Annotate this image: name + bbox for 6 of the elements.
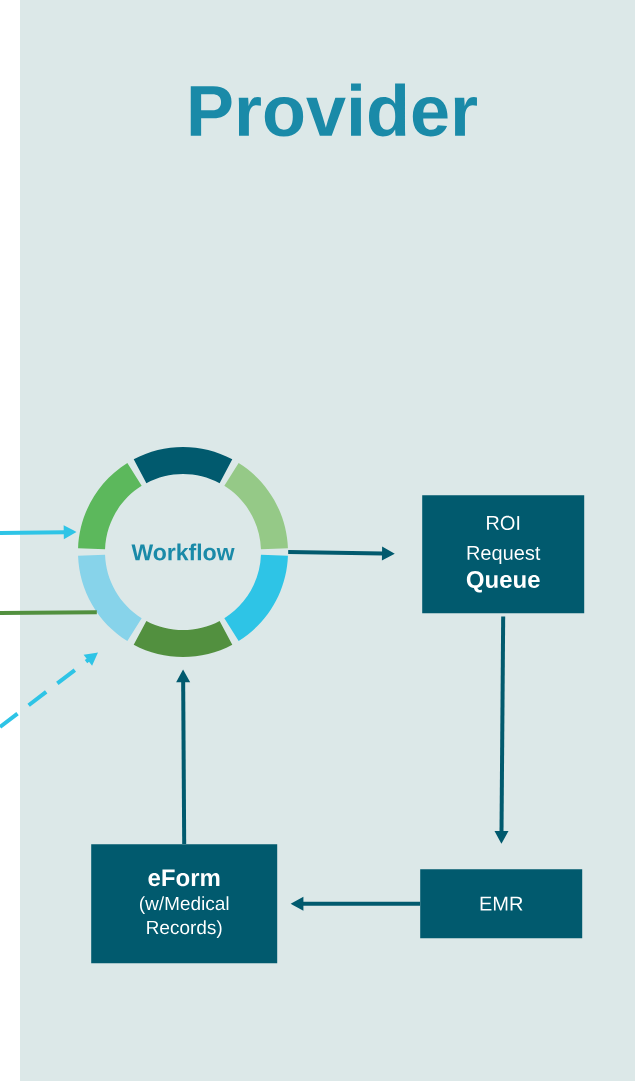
node-label: Workflow: [131, 543, 235, 561]
panel-heading: Provider: [190, 83, 477, 137]
process-box: ROI Request Queue: [422, 495, 585, 614]
process-box: eForm (w/Medical Records): [91, 844, 278, 964]
process-box: EMR: [420, 869, 583, 939]
workflow-ring: Workflow: [78, 447, 288, 657]
